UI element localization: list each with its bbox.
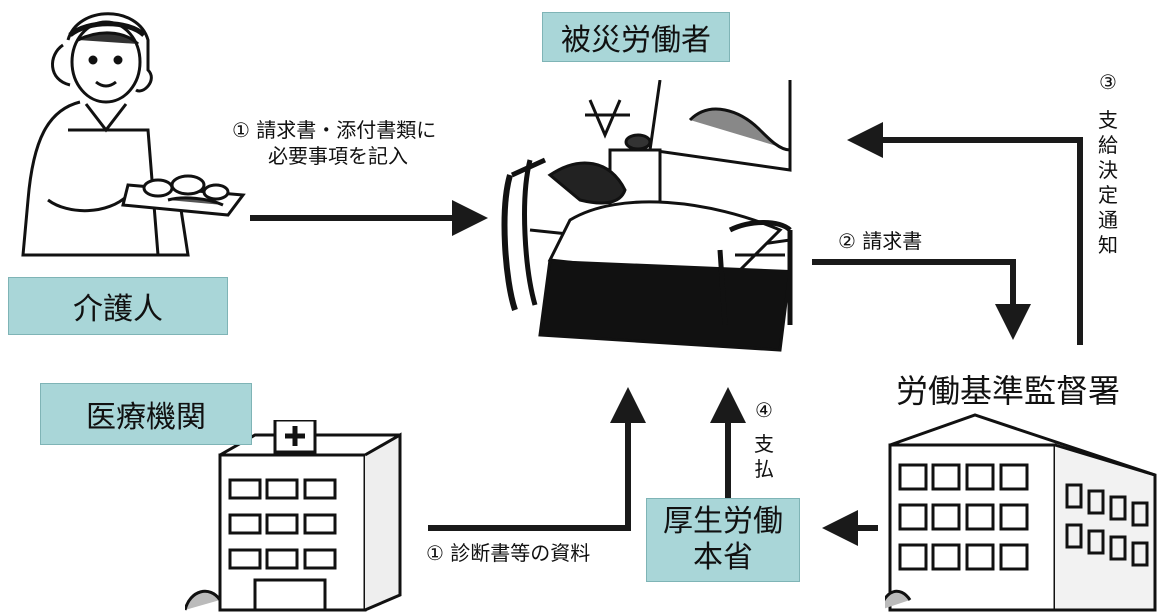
hospital-illustration (185, 420, 402, 612)
medical-label: 医療機関 (86, 400, 206, 435)
decision-vertical-text: 支 給 決 定 通 知 (1098, 108, 1118, 257)
caregiver-edge-number: ① (232, 118, 250, 142)
payment-number: ④ (755, 398, 773, 422)
caregiver-edge-line2: 必要事項を記入 (268, 144, 408, 168)
medical-box: 医療機関 (40, 383, 252, 445)
office-title: 労働基準監督署 (896, 372, 1121, 410)
claim-edge-label: ② 請求書 (838, 229, 923, 253)
caregiver-label: 介護人 (73, 292, 163, 327)
labor-office-illustration (885, 413, 1157, 612)
ministry-label-line2: 本省 (693, 540, 753, 575)
arrow-medical-to-worker (428, 387, 646, 531)
arrow-worker-to-office (812, 259, 1031, 340)
worker-box: 被災労働者 (542, 12, 730, 62)
caregiver-illustration (21, 12, 246, 257)
decision-number: ③ (1099, 70, 1117, 94)
caregiver-edge-label: ① 請求書・添付書類に 必要事項を記入 (232, 117, 436, 169)
caregiver-box: 介護人 (8, 277, 228, 335)
medical-edge-label: ① 診断書等の資料 (426, 541, 591, 565)
worker-label: 被災労働者 (561, 23, 711, 58)
ministry-label-line1: 厚生労働 (663, 504, 783, 539)
payment-vertical-text: 支 払 (754, 432, 774, 481)
ministry-box: 厚生労働 本省 (646, 498, 800, 582)
caregiver-edge-line1: 請求書・添付書類に (256, 118, 437, 142)
worker-bed-illustration (501, 80, 793, 352)
arrow-office-to-worker (847, 122, 1083, 345)
